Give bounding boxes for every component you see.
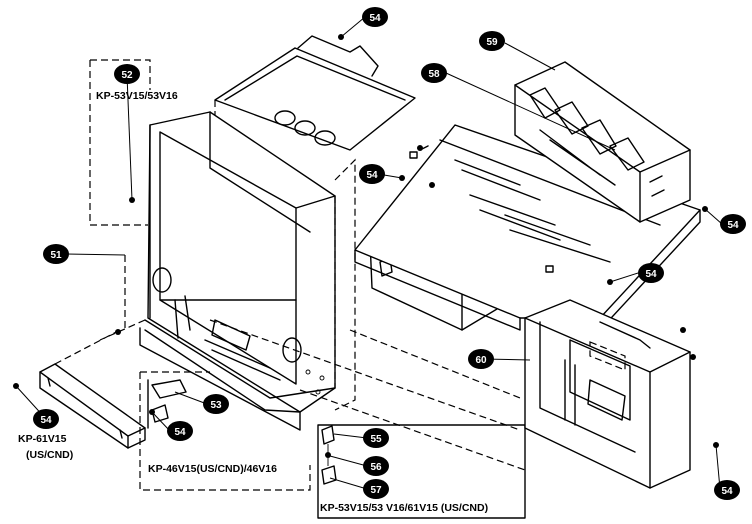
svg-text:60: 60 [475,355,487,366]
svg-text:52: 52 [121,70,133,81]
callouts: 54 52 59 58 54 51 54 54 [33,7,746,500]
svg-text:54: 54 [721,486,733,497]
svg-text:58: 58 [428,69,440,80]
callout-54-right-top: 54 [720,214,746,234]
screw-platform-2 [429,182,435,188]
callout-54-center: 54 [359,164,385,184]
model-46v15-dashed-box [139,371,311,491]
clip-platform [545,265,554,273]
callout-54-rail: 54 [33,409,59,429]
callout-54-bracket: 54 [167,421,193,441]
svg-text:51: 51 [50,250,62,261]
callout-60: 60 [468,349,494,369]
label-kp-61v15: KP-61V15 [18,433,67,445]
lens-mirror-box [514,61,691,223]
callout-57: 57 [363,479,389,499]
screw-platform [417,145,423,151]
callout-54-rear-panel: 54 [638,263,664,283]
screw-rear-2 [690,354,696,360]
bottom-rail [39,329,146,449]
label-kp-53v15-53v16: KP-53V15/53V16 [96,90,178,102]
label-us-cnd: (US/CND) [26,449,73,461]
callout-53: 53 [203,394,229,414]
screw-rear-1 [680,327,686,333]
rear-panel-assembly [524,299,691,489]
alignment-lines [99,319,526,471]
svg-text:54: 54 [727,220,739,231]
connector-parts [321,425,337,485]
callout-58: 58 [421,63,447,83]
callout-54-top: 54 [362,7,388,27]
label-kp-46v15: KP-46V15(US/CND)/46V16 [148,463,277,475]
svg-text:55: 55 [370,434,382,445]
model-labels: KP-53V15/53V16 KP-61V15 (US/CND) KP-46V1… [18,90,488,514]
main-cabinet [139,111,356,431]
svg-text:54: 54 [40,415,52,426]
callout-51: 51 [43,244,69,264]
svg-text:56: 56 [370,462,382,473]
screw-rail [115,329,121,335]
svg-text:54: 54 [369,13,381,24]
svg-text:57: 57 [370,485,382,496]
svg-text:59: 59 [486,37,498,48]
clip-platform-2 [409,151,418,159]
callout-56: 56 [363,456,389,476]
callout-54-bottom-right: 54 [714,480,740,500]
svg-text:54: 54 [366,170,378,181]
model-53v15-bracket-box [317,424,526,519]
svg-text:53: 53 [210,400,222,411]
svg-text:54: 54 [174,427,186,438]
svg-text:54: 54 [645,269,657,280]
leader-lines [15,16,723,490]
cabinet-dashed-outline [89,59,151,330]
callout-55: 55 [363,428,389,448]
label-kp-53v15-61v15: KP-53V15/53 V16/61V15 (US/CND) [320,502,488,514]
top-cover-panel [214,35,416,151]
small-bracket-group [147,379,187,429]
callout-59: 59 [479,31,505,51]
callout-52: 52 [114,64,140,84]
